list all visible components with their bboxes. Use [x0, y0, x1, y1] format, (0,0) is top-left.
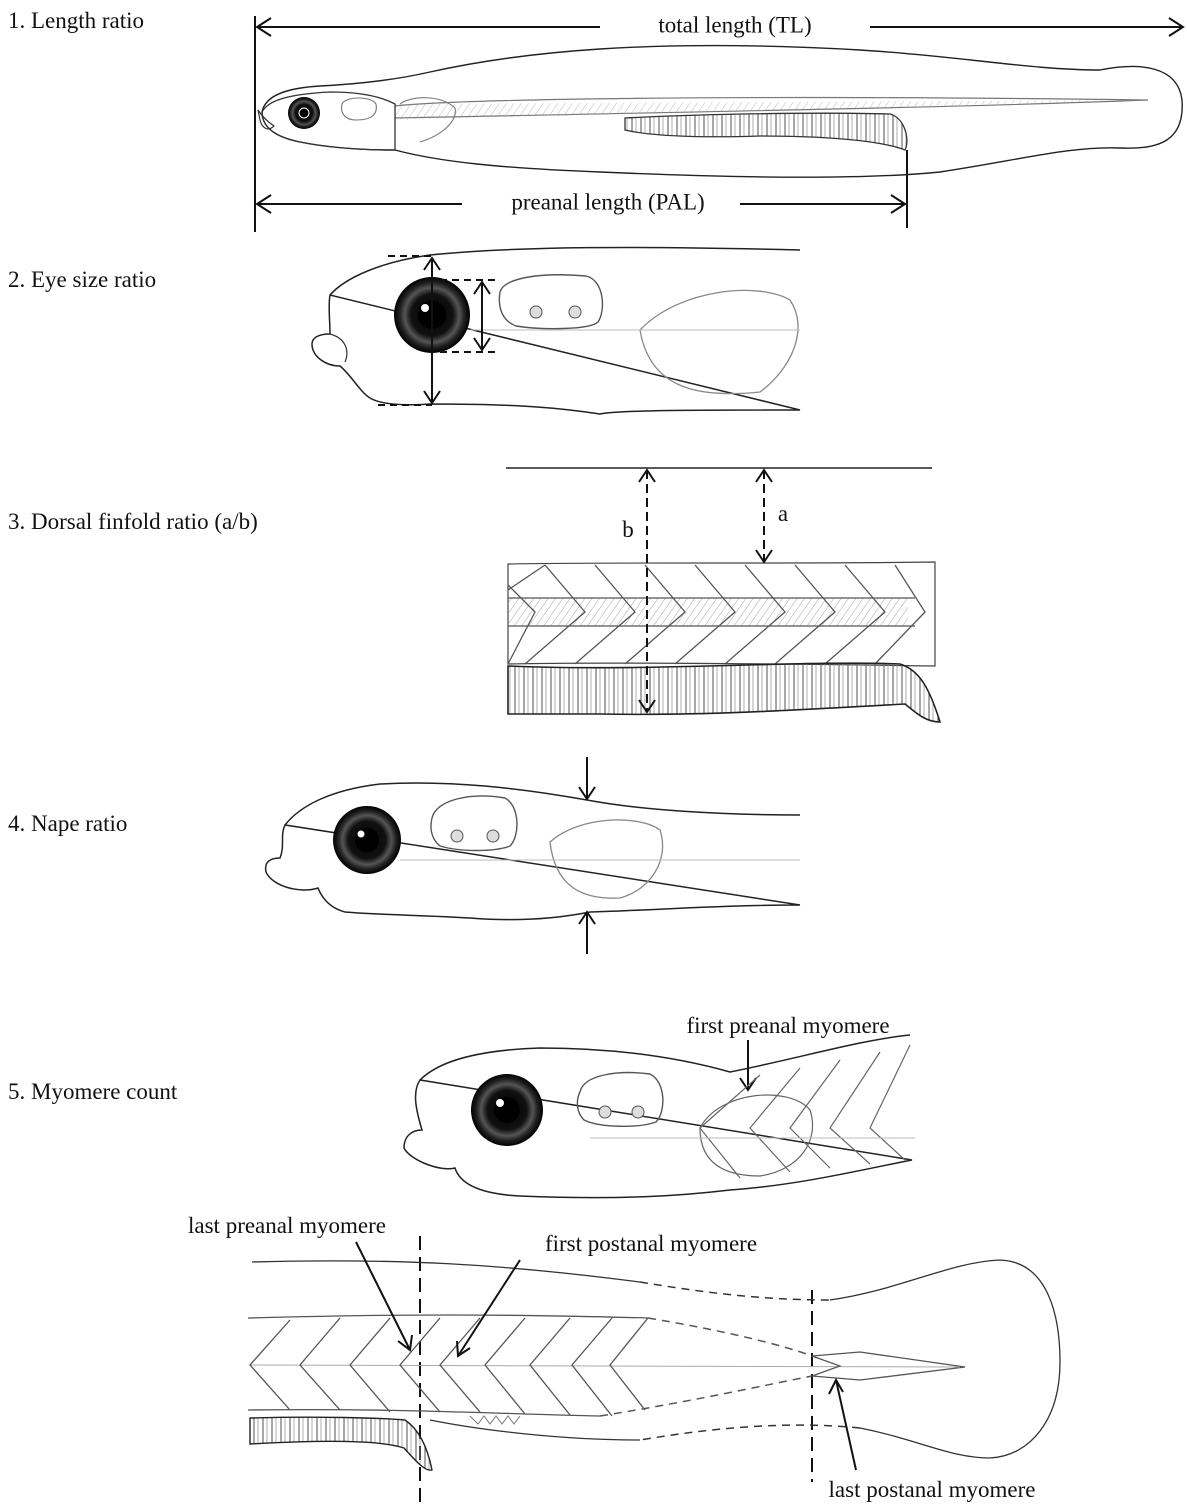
finfold-gut [508, 663, 940, 722]
total-length-label: total length (TL) [658, 12, 811, 37]
myomere-tail-figure: last preanal myomere first postanal myom… [188, 1213, 1060, 1502]
tail-finfold-top [252, 1261, 640, 1282]
myomere-figure-segments [700, 1045, 910, 1178]
otic-capsule [342, 98, 377, 120]
tail-tip [812, 1352, 965, 1380]
ventral-melanophores [470, 1416, 520, 1424]
length-ratio-figure: total length (TL) preanal length (PAL) [255, 12, 1183, 232]
tail-caudal-fin [830, 1260, 1060, 1458]
eye-figure-otic [499, 275, 602, 329]
tail-finfold-bottom [430, 1420, 640, 1440]
nape-figure-otic [431, 796, 517, 850]
tail-myomeres [250, 1318, 648, 1416]
dorsal-finfold-figure: b a [506, 468, 940, 722]
measure-a-label: a [778, 501, 788, 526]
last-preanal-myomere-label: last preanal myomere [188, 1213, 386, 1238]
myomere-figure-otic [577, 1073, 663, 1127]
preanal-length-label: preanal length (PAL) [511, 189, 704, 214]
last-preanal-arrow [356, 1242, 410, 1350]
nape-figure-pectoral-fin [550, 820, 663, 898]
eye-figure-pectoral-fin [640, 290, 798, 393]
tail-gut-end [250, 1417, 432, 1470]
eye-size-figure [312, 247, 800, 414]
larva-head [262, 92, 395, 150]
first-postanal-myomere-label: first postanal myomere [545, 1231, 757, 1256]
tail-notochord [250, 1365, 960, 1367]
measure-b-label: b [622, 517, 634, 542]
last-postanal-arrow [836, 1380, 856, 1470]
myomere-head-figure: first preanal myomere [404, 1013, 915, 1198]
nape-ratio-figure [266, 757, 800, 954]
first-preanal-myomere-label: first preanal myomere [686, 1013, 889, 1038]
last-postanal-myomere-label: last postanal myomere [829, 1477, 1036, 1502]
eye-figure-head [312, 247, 800, 414]
finfold-notochord [508, 598, 908, 626]
larva-gut [625, 113, 907, 150]
first-postanal-arrow [458, 1260, 520, 1356]
